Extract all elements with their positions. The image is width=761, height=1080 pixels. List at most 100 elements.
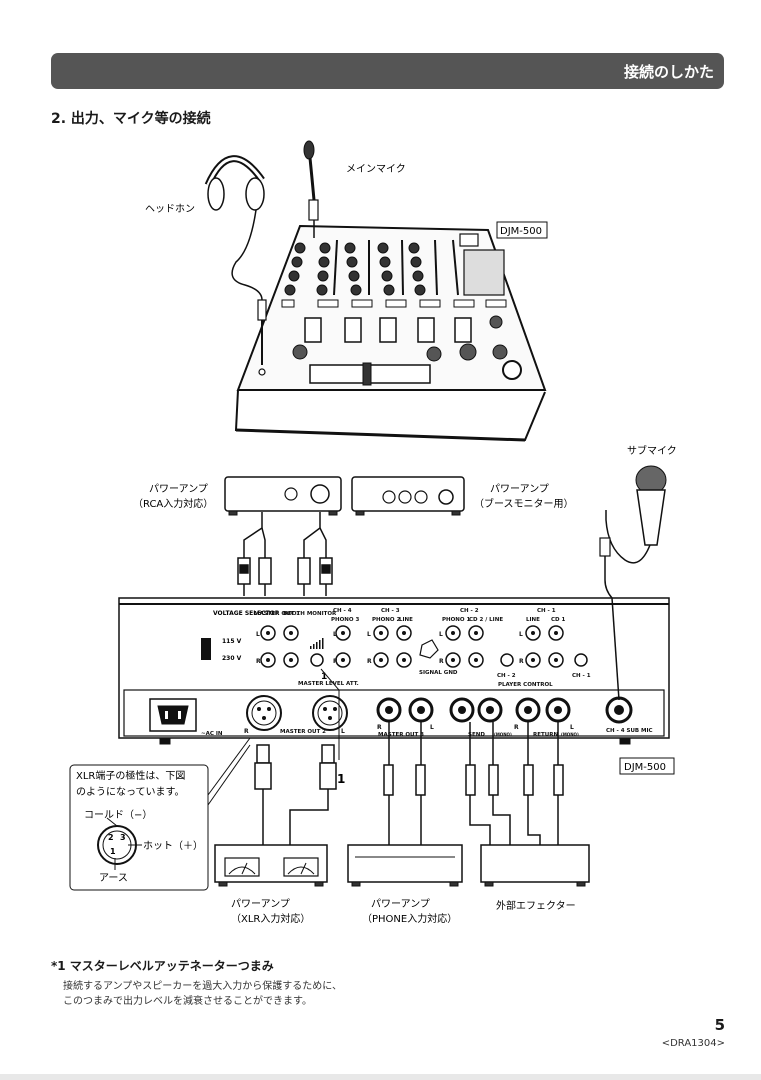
sub-mic-cable: [611, 597, 620, 701]
r-mark: R: [377, 724, 382, 731]
master-level-label: MASTER LEVEL ATT.: [298, 681, 359, 687]
header-bar: 接続のしかた: [51, 53, 724, 89]
phono3-label: PHONO 3: [331, 617, 360, 623]
r-mark: R: [256, 658, 261, 665]
send-label: SEND: [468, 732, 485, 738]
ch4-submic-label: CH - 4 SUB MIC: [606, 728, 653, 734]
v230-label: 230 V: [222, 655, 242, 662]
ch2-label: CH - 2: [460, 608, 479, 614]
cd1-label: CD 1: [551, 617, 566, 623]
marker-1-panel: 1: [321, 672, 327, 682]
l-mark: L: [367, 631, 371, 638]
l-mark: L: [430, 724, 434, 731]
main-mic-icon: [303, 140, 319, 238]
xlr-jacks[interactable]: [246, 695, 348, 731]
line-ch3-label: LINE: [399, 617, 413, 623]
xlr-hot-label: ホット（＋）: [143, 840, 203, 852]
amp-rca-label-2: （RCA入力対応）: [133, 497, 213, 510]
sub-mic-icon: [599, 465, 667, 599]
xlr-info-box: [69, 737, 251, 891]
l-mark: L: [570, 724, 574, 731]
signal-gnd-terminal[interactable]: [419, 639, 439, 659]
amp-phone-label-1: パワーアンプ: [371, 898, 430, 910]
phono2-label: PHONO 2: [372, 617, 401, 623]
player-ch1-label: CH - 1: [572, 673, 591, 679]
xlr-cold-label: コールド（−）: [84, 809, 152, 821]
r-mark: R: [367, 658, 372, 665]
send-mono-label: (MONO): [494, 732, 512, 737]
sub-mic-label: サブマイク: [627, 444, 677, 457]
line-ch1-label: LINE: [526, 617, 540, 623]
master-level-knob[interactable]: [310, 653, 324, 667]
amp-booth-label-2: （ブースモニター用）: [474, 497, 574, 510]
rear-panel: [118, 597, 670, 745]
return-label: RETURN: [533, 732, 558, 738]
xlr-pin1: 1: [110, 847, 116, 856]
l-mark: L: [256, 631, 260, 638]
amp-xlr-label-2: （XLR入力対応）: [231, 912, 310, 925]
bottom-strip: [0, 1074, 761, 1080]
ac-in-label: ~AC IN: [201, 731, 223, 737]
r-mark: R: [333, 658, 338, 665]
xlr-info-line1: XLR端子の極性は、下図: [76, 769, 185, 782]
rca-cables: [237, 512, 333, 596]
ac-inlet[interactable]: [149, 698, 197, 732]
effector-icon: [480, 844, 590, 887]
header-title: 接続のしかた: [623, 63, 714, 81]
phone-cables: [383, 722, 564, 845]
amp-xlr-label-1: パワーアンプ: [231, 898, 290, 910]
footnote-title: *1 マスターレベルアッテネーターつまみ: [51, 959, 274, 973]
ch4-label: CH - 4: [333, 608, 352, 614]
main-mic-label: メインマイク: [346, 163, 406, 175]
model-label-bottom: DJM-500: [624, 762, 666, 773]
amp-rca-label-1: パワーアンプ: [149, 483, 208, 495]
xlr-pin2: 2: [108, 833, 114, 842]
headphones-icon: [204, 155, 267, 376]
amp-phone-icon: [347, 844, 463, 887]
amp-xlr-icon: [214, 844, 328, 887]
l-mark: L: [519, 631, 523, 638]
v115-label: 115 V: [222, 638, 242, 645]
ch1-label: CH - 1: [537, 608, 556, 614]
xlr-pin3: 3: [120, 833, 126, 842]
return-mono-label: (MONO): [561, 732, 579, 737]
amp-phone-label-2: （PHONE入力対応）: [362, 912, 457, 925]
model-label-top: DJM-500: [500, 226, 542, 237]
voltage-selector-switch[interactable]: [201, 638, 211, 660]
r-mark: R: [439, 658, 444, 665]
l-mark: L: [439, 631, 443, 638]
footnote-line-1: 接続するアンプやスピーカーを過大入力から保護するために、: [63, 981, 342, 992]
headphones-label: ヘッドホン: [145, 203, 195, 215]
effector-label: 外部エフェクター: [496, 899, 576, 912]
page-number: 5: [714, 1016, 725, 1034]
signal-gnd-label: SIGNAL GND: [419, 670, 458, 676]
r-mark: R: [514, 724, 519, 731]
l-mark: L: [333, 631, 337, 638]
xlr-cables: [254, 744, 337, 845]
model-label-top-box: [496, 221, 548, 239]
doc-code: <DRA1304>: [661, 1038, 725, 1049]
section-title: 2. 出力、マイク等の接続: [51, 111, 211, 127]
booth-monitor-label: BOOTH MONITOR: [283, 611, 337, 617]
l-mark: L: [341, 728, 345, 735]
voltage-selector-label: VOLTAGE SELECTOR: [213, 610, 280, 617]
master-out3-label: MASTER OUT 3: [378, 732, 424, 738]
phone-jacks[interactable]: [376, 696, 633, 724]
player-ch2-label: CH - 2: [497, 673, 516, 679]
r-mark: R: [519, 658, 524, 665]
amp-booth-label-1: パワーアンプ: [490, 483, 549, 495]
xlr-info-line2: のようになっています。: [76, 786, 185, 798]
amp-booth-icon: [351, 476, 465, 516]
marker-1: 1: [337, 772, 345, 786]
r-mark: R: [244, 728, 249, 735]
cd2line-label: CD 2 / LINE: [469, 617, 503, 623]
footnote-line-2: このつまみで出力レベルを減衰させることができます。: [63, 996, 312, 1007]
player-control-label: PLAYER CONTROL: [498, 682, 553, 688]
amp-rca-icon: [224, 476, 342, 516]
phono1-label: PHONO 1: [442, 617, 471, 623]
xlr-earth-label: アース: [99, 873, 128, 884]
ch3-label: CH - 3: [381, 608, 400, 614]
model-label-bottom-box: [619, 757, 675, 775]
